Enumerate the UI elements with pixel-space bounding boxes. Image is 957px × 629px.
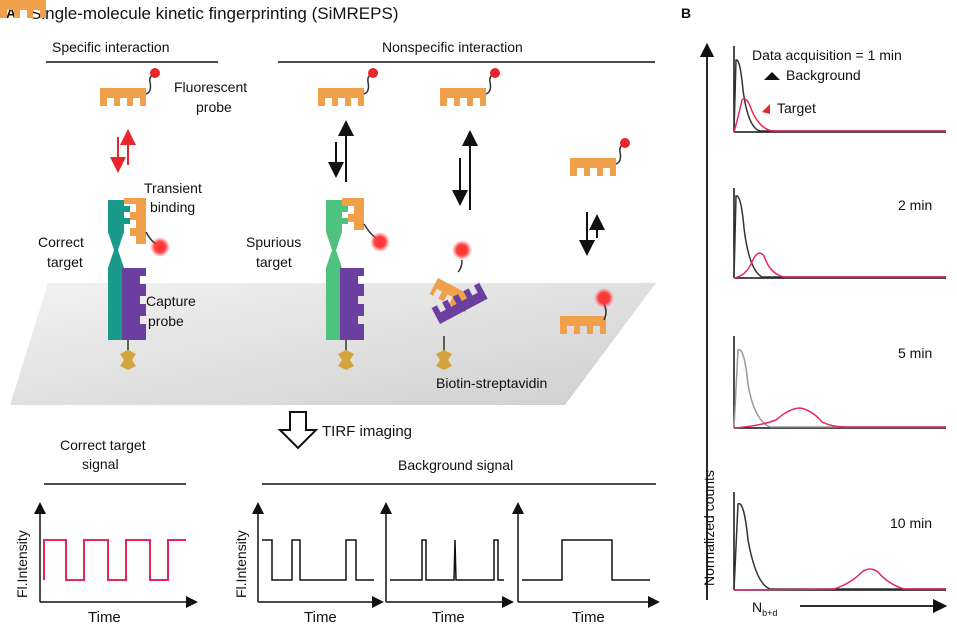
panel-b-letter: B: [681, 5, 691, 21]
free-equilibrium-arrows: [579, 212, 605, 256]
background-trace-3: [512, 502, 660, 608]
correct-target-label-1: Correct: [38, 234, 84, 250]
x-axis-label-2: Time: [304, 609, 337, 626]
panel-a-title: Single-molecule kinetic fingerprinting (…: [30, 4, 398, 23]
correct-target-label-2: target: [47, 254, 83, 270]
acquisition-label: Data acquisition = 1 min: [752, 47, 902, 63]
spurious-target-complex: [326, 198, 390, 370]
histogram-5min: [733, 336, 946, 429]
time-label-2min: 2 min: [898, 197, 932, 213]
time-label-10min: 10 min: [890, 515, 932, 531]
surface-adsorbed-probe: [560, 288, 614, 334]
glass-surface: [10, 283, 656, 405]
time-label-5min: 5 min: [898, 345, 932, 361]
target-legend-icon: [762, 104, 770, 114]
free-probe-4: [570, 138, 630, 176]
free-probe-3: [440, 68, 500, 106]
fluorescent-label-2: probe: [196, 99, 232, 115]
panel-b-y-label: Normalized counts: [701, 470, 717, 586]
x-axis-label-4: Time: [572, 609, 605, 626]
tirf-label: TIRF imaging: [322, 423, 412, 440]
transient-label-2: binding: [150, 199, 195, 215]
specific-header: Specific interaction: [52, 39, 170, 55]
panel-b-x-label: Nb+d: [752, 599, 777, 618]
background-trace-1: [252, 502, 384, 608]
surface-bound-probe: [429, 240, 488, 370]
free-probe-1: [100, 68, 160, 106]
histogram-1min: [733, 46, 946, 133]
background-trace-2: [380, 502, 514, 608]
panel-a-letter: A: [6, 5, 16, 21]
background-signal-label: Background signal: [398, 457, 513, 473]
spurious-equilibrium-arrows: [328, 120, 354, 182]
tirf-arrow-icon: [277, 411, 319, 450]
capture-label-1: Capture: [146, 293, 196, 309]
x-axis-label-1: Time: [88, 609, 121, 626]
fluorescent-label-1: Fluorescent: [174, 79, 247, 95]
y-axis-label-1: Fl.Intensity: [14, 530, 30, 598]
histogram-10min: [733, 492, 946, 591]
correct-signal-label-2: signal: [82, 456, 119, 472]
nonspecific-header: Nonspecific interaction: [382, 39, 523, 55]
surface-equilibrium-arrows: [452, 130, 478, 210]
correct-signal-label-1: Correct target: [60, 437, 146, 453]
correct-target-trace: [34, 502, 198, 608]
correct-target-complex: [108, 198, 170, 370]
transient-label-1: Transient: [144, 180, 202, 196]
specific-equilibrium-arrows: [110, 129, 136, 173]
free-probe-2: [318, 68, 378, 106]
histogram-2min: [733, 188, 946, 279]
spurious-label-2: target: [256, 254, 292, 270]
y-axis-label-2: Fl.Intensity: [233, 530, 249, 598]
spurious-label-1: Spurious: [246, 234, 301, 250]
background-legend-icon: [764, 72, 780, 80]
background-legend-label: Background: [786, 67, 861, 83]
fluorescent-probe-icon: [0, 0, 46, 18]
target-legend-label: Target: [777, 100, 816, 116]
x-axis-label-3: Time: [432, 609, 465, 626]
capture-label-2: probe: [148, 313, 184, 329]
biotin-label: Biotin-streptavidin: [436, 375, 547, 391]
